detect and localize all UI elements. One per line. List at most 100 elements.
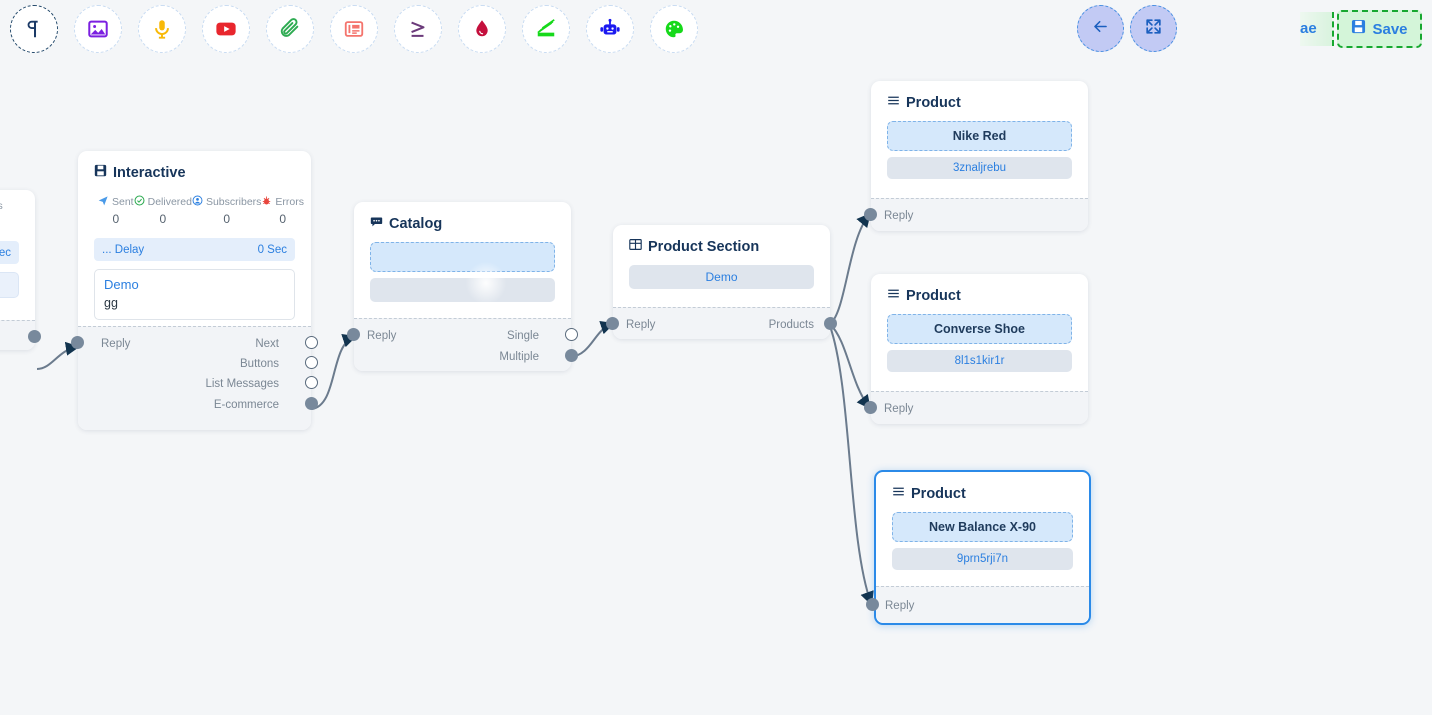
message-box-offscreen[interactable] xyxy=(0,272,19,298)
port-label-multiple: Multiple xyxy=(499,351,539,363)
node-palette-toolbar: ae Save xyxy=(0,0,1432,58)
droplet-icon xyxy=(471,18,493,40)
port-message-out[interactable] xyxy=(28,330,41,343)
save-button[interactable]: Save xyxy=(1337,10,1422,48)
port-label-buttons: Buttons xyxy=(240,358,279,370)
droplet-icon-button[interactable] xyxy=(458,5,506,53)
delay-row[interactable]: ... Delay 0 Sec xyxy=(94,238,295,261)
node-product-2[interactable]: Product Converse Shoe 8l1s1kir1r Reply xyxy=(864,274,1088,424)
product-section-demo-button[interactable]: Demo xyxy=(629,265,814,289)
node-interactive-title: Interactive xyxy=(113,164,186,181)
bug-icon xyxy=(261,195,272,209)
port-label-reply: Reply xyxy=(101,338,131,350)
message-box[interactable]: Demo gg xyxy=(94,269,295,320)
node-product-3-footer: Reply xyxy=(866,586,1089,623)
node-product-3-header: Product xyxy=(876,472,1089,502)
node-catalog-header: Catalog xyxy=(354,202,571,232)
video-icon-button[interactable] xyxy=(202,5,250,53)
condition-icon-button[interactable] xyxy=(394,5,442,53)
node-product-2-footer: Reply xyxy=(864,391,1088,424)
port-label-reply: Reply xyxy=(367,330,397,342)
product-sku-button[interactable]: 3znaljrebu xyxy=(887,157,1072,179)
layers-stack-icon-button[interactable] xyxy=(522,5,570,53)
node-interactive-header: Interactive xyxy=(78,151,311,181)
edge-products-to-product-2 xyxy=(829,323,871,410)
palette-icon-button[interactable] xyxy=(650,5,698,53)
text-paragraph-icon-button[interactable] xyxy=(10,5,58,53)
catalog-placeholder-primary[interactable] xyxy=(370,242,555,272)
port-next-out[interactable] xyxy=(305,336,318,349)
port-list-messages-out[interactable] xyxy=(305,376,318,389)
node-interactive[interactable]: Interactive Sent 0 xyxy=(71,151,318,430)
port-reply-in[interactable] xyxy=(347,328,360,341)
product-name-button[interactable]: Nike Red xyxy=(887,121,1072,151)
document-card-icon-button[interactable] xyxy=(330,5,378,53)
node-offscreen-left[interactable]: Errors 0 Sec essage xyxy=(0,190,41,350)
port-single-out[interactable] xyxy=(565,328,578,341)
product-name-button[interactable]: New Balance X-90 xyxy=(892,512,1073,542)
save-button-label: Save xyxy=(1372,20,1408,38)
document-card-icon xyxy=(343,18,365,40)
stat-errors-value: 0 xyxy=(279,212,287,226)
text-paragraph-icon xyxy=(23,18,45,40)
fit-view-button[interactable] xyxy=(1130,5,1177,52)
port-products-out[interactable] xyxy=(824,317,837,330)
port-label-next: Next xyxy=(255,338,279,350)
port-reply-in[interactable] xyxy=(864,401,877,414)
port-label-reply: Reply xyxy=(626,319,656,331)
message-text: gg xyxy=(104,296,118,310)
edge-products-to-product-3 xyxy=(829,325,874,606)
node-product-section-footer: Reply Products xyxy=(606,307,837,339)
node-catalog[interactable]: Catalog Reply Single Multiple xyxy=(347,202,578,371)
audio-microphone-icon-button[interactable] xyxy=(138,5,186,53)
port-multiple-out[interactable] xyxy=(565,349,578,362)
node-product-1-title: Product xyxy=(906,94,961,111)
image-icon xyxy=(87,18,109,40)
stat-errors: Errors 0 xyxy=(261,195,304,226)
stat-subscribers-label: Subscribers xyxy=(205,196,262,208)
collapse-arrows-icon xyxy=(1144,17,1163,41)
catalog-placeholder-secondary[interactable] xyxy=(370,278,555,302)
palette-icon xyxy=(663,18,685,40)
save-ghost-label: ae xyxy=(1300,12,1334,46)
interactive-stats: Sent 0 Delivered 0 xyxy=(94,195,304,226)
port-label-single: Single xyxy=(507,330,539,342)
port-label-reply: Reply xyxy=(885,600,915,612)
save-floppy-icon xyxy=(1351,19,1366,39)
node-product-section-header: Product Section xyxy=(613,225,830,255)
port-label-ecommerce: E-commerce xyxy=(213,399,279,411)
port-buttons-out[interactable] xyxy=(305,356,318,369)
node-product-3-title: Product xyxy=(911,485,966,502)
audio-microphone-icon xyxy=(151,18,173,40)
port-reply-in[interactable] xyxy=(864,208,877,221)
node-product-2-header: Product xyxy=(871,274,1088,304)
robot-icon-button[interactable] xyxy=(586,5,634,53)
product-name-button[interactable]: Converse Shoe xyxy=(887,314,1072,344)
node-product-section-title: Product Section xyxy=(648,238,760,255)
port-label-list-messages: List Messages xyxy=(205,378,279,390)
port-ecommerce-out[interactable] xyxy=(305,397,318,410)
node-product-section[interactable]: Product Section Demo Reply Products xyxy=(606,225,837,339)
port-reply-in[interactable] xyxy=(606,317,619,330)
port-label-reply: Reply xyxy=(884,403,914,415)
port-reply-in[interactable] xyxy=(71,336,84,349)
user-circle-icon xyxy=(192,195,203,209)
node-product-1[interactable]: Product Nike Red 3znaljrebu Reply xyxy=(864,81,1088,231)
grid-table-icon xyxy=(629,238,642,255)
delay-label: ... Delay xyxy=(102,243,145,256)
stat-delivered-label: Delivered xyxy=(147,196,192,208)
attachment-paperclip-icon-button[interactable] xyxy=(266,5,314,53)
stat-errors: Errors 0 xyxy=(0,200,15,229)
product-sku-button[interactable]: 8l1s1kir1r xyxy=(887,350,1072,372)
port-reply-in[interactable] xyxy=(866,598,879,611)
list-lines-icon xyxy=(887,94,900,111)
node-footer-offscreen: essage xyxy=(0,320,41,350)
delay-row-offscreen[interactable]: Sec xyxy=(0,241,19,264)
condition-icon xyxy=(407,18,429,40)
product-sku-button[interactable]: 9prn5rji7n xyxy=(892,548,1073,570)
back-button[interactable] xyxy=(1077,5,1124,52)
image-icon-button[interactable] xyxy=(74,5,122,53)
port-label-reply: Reply xyxy=(884,210,914,222)
node-product-3[interactable]: Product New Balance X-90 9prn5rji7n Repl… xyxy=(866,470,1091,625)
